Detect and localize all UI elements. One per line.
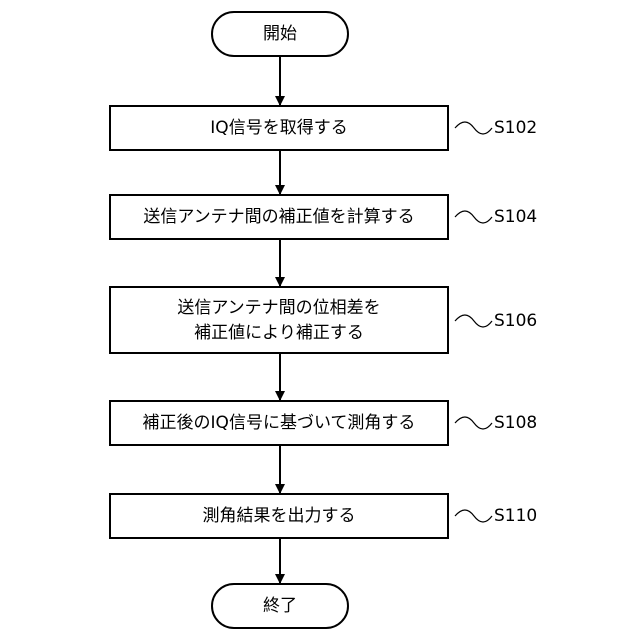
- end-label: 終了: [263, 596, 297, 616]
- step-s106-text-line2: 補正値により補正する: [194, 323, 364, 343]
- leader-s102: [455, 122, 492, 134]
- step-s102-text: IQ信号を取得する: [210, 118, 347, 138]
- leader-s110: [455, 510, 492, 522]
- start-label: 開始: [263, 24, 297, 44]
- label-s108: S108: [494, 413, 537, 433]
- start-terminal: 開始: [212, 12, 348, 56]
- step-s104: 送信アンテナ間の補正値を計算する: [110, 195, 448, 239]
- step-s106: 送信アンテナ間の位相差を 補正値により補正する: [110, 287, 448, 353]
- leader-s106: [455, 315, 492, 327]
- step-s108-text: 補正後のIQ信号に基づいて測角する: [143, 413, 416, 433]
- step-s110-text: 測角結果を出力する: [203, 506, 356, 526]
- label-s110: S110: [494, 506, 537, 526]
- step-s102: IQ信号を取得する: [110, 106, 448, 150]
- step-s108: 補正後のIQ信号に基づいて測角する: [110, 401, 448, 445]
- end-terminal: 終了: [212, 584, 348, 628]
- leader-s108: [455, 417, 492, 429]
- step-s110: 測角結果を出力する: [110, 494, 448, 538]
- label-s106: S106: [494, 311, 537, 331]
- step-s104-text: 送信アンテナ間の補正値を計算する: [143, 207, 414, 227]
- leader-s104: [455, 211, 492, 223]
- label-s104: S104: [494, 207, 537, 227]
- step-s106-text-line1: 送信アンテナ間の位相差を: [177, 298, 380, 318]
- label-s102: S102: [494, 118, 537, 138]
